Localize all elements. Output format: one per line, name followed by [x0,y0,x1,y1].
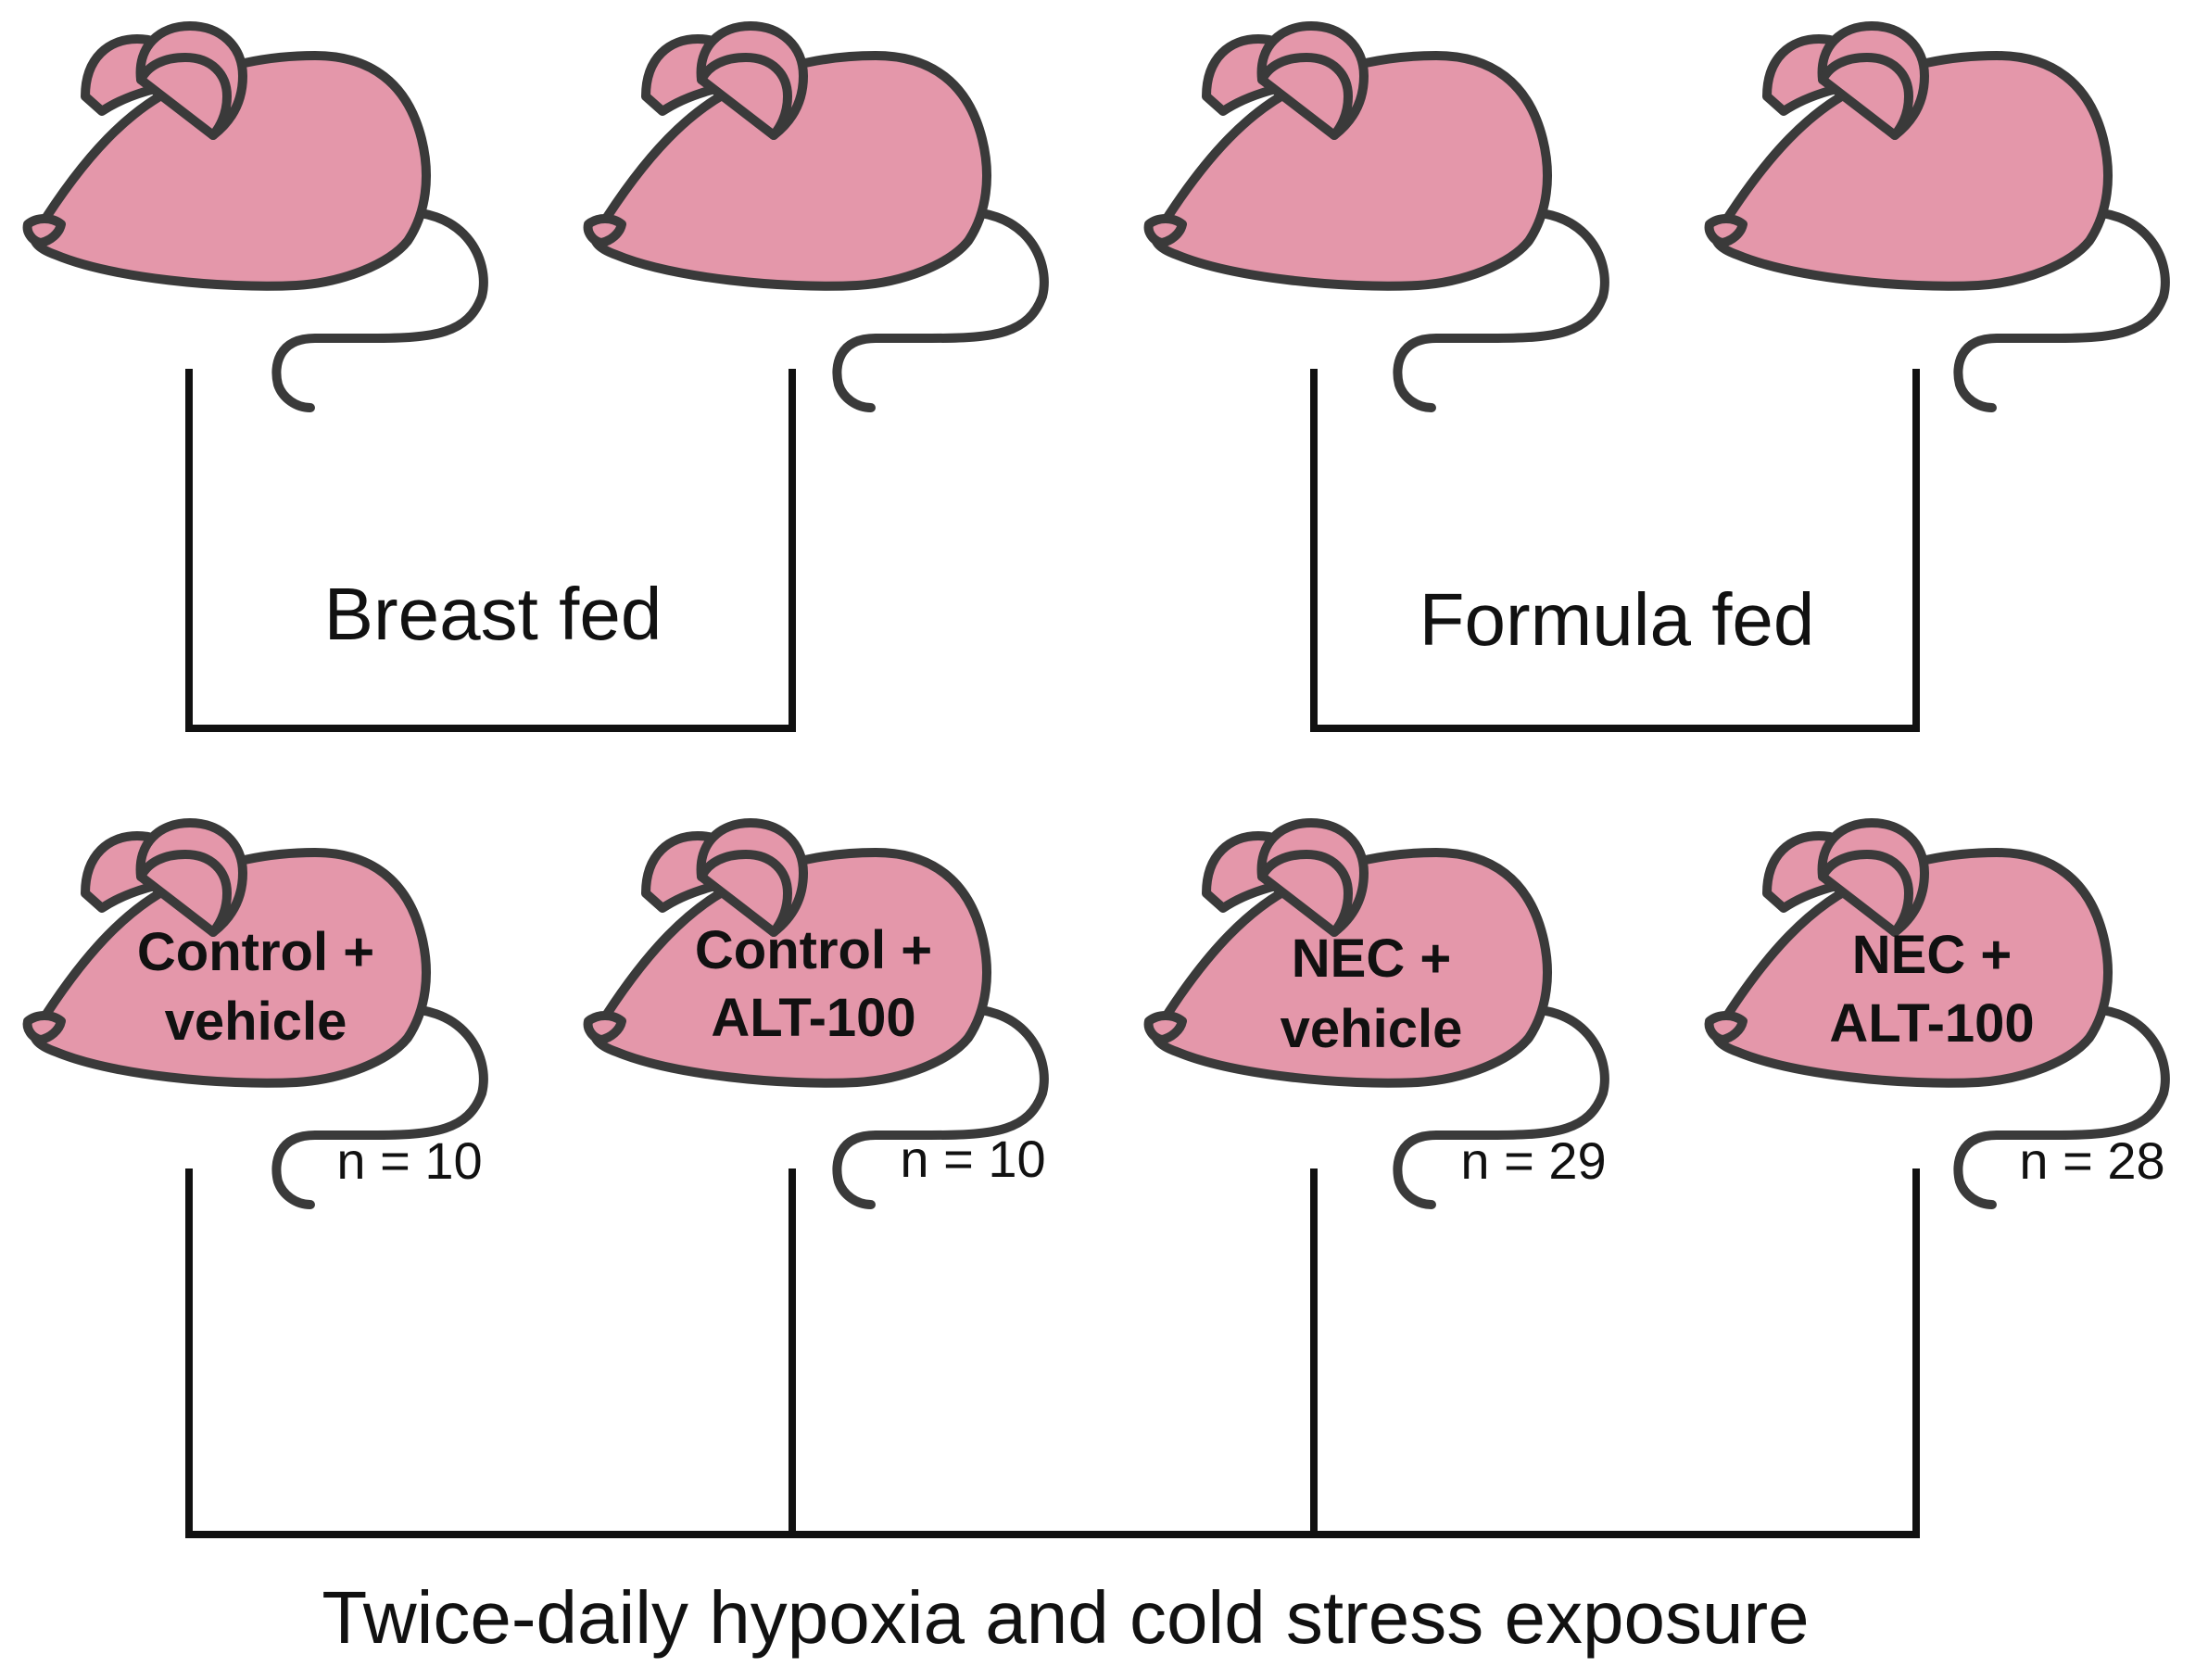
exposure-bracket [185,1168,1920,1538]
group-label-line1: Control + [695,920,932,980]
formula-fed-bracket [1310,369,1920,732]
formula-fed-label: Formula fed [1419,578,1815,661]
sample-size-label: n = 29 [1460,1131,1606,1190]
mouse-icon [28,26,484,408]
group-label-line2: vehicle [1281,999,1463,1059]
group-label-line1: NEC + [1292,928,1451,989]
mouse-icon [588,26,1044,408]
mouse-icon [1149,26,1605,408]
breast-fed-label: Breast fed [324,573,662,655]
group-label-line2: ALT-100 [1829,993,2034,1054]
sample-size-label: n = 10 [336,1131,482,1190]
group-label-line1: NEC + [1852,925,2012,985]
exposure-label: Twice-daily hypoxia and cold stress expo… [322,1576,1809,1659]
mouse-icon [1710,26,2165,408]
breast-fed-bracket [185,369,796,732]
sample-size-label: n = 10 [900,1130,1045,1188]
sample-size-label: n = 28 [2019,1131,2164,1190]
group-label-line1: Control + [137,922,374,982]
group-label-line2: vehicle [165,992,347,1052]
group-label-line2: ALT-100 [711,988,915,1048]
